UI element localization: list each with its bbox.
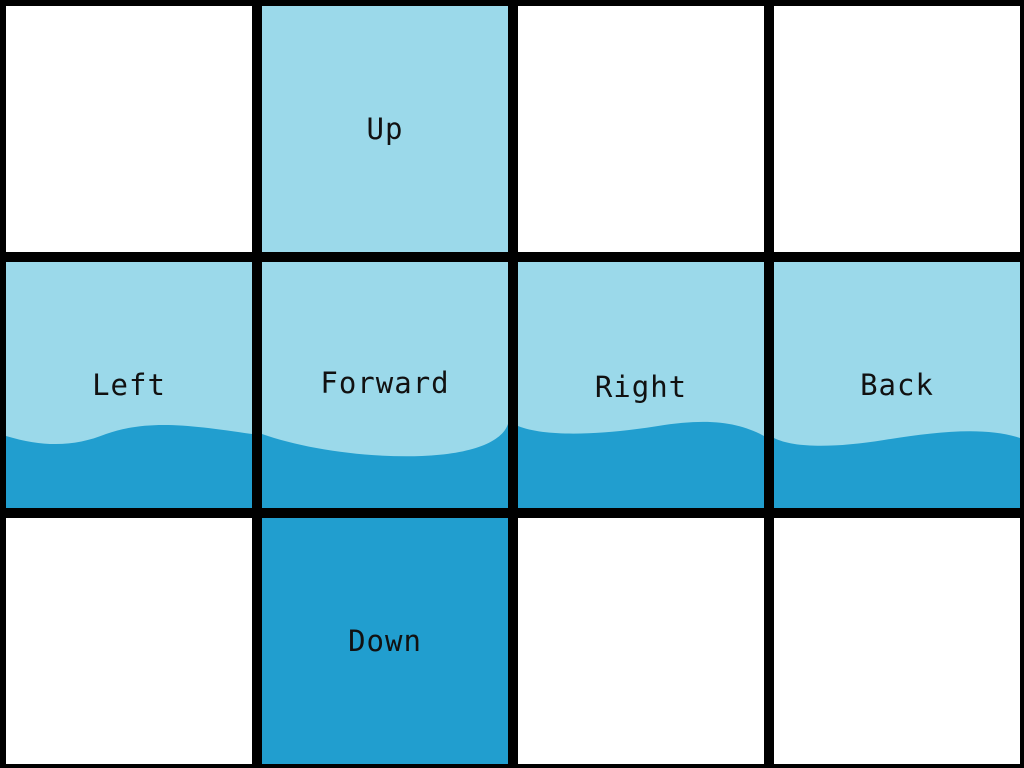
empty-cell	[6, 518, 252, 764]
face-forward-label: Forward	[320, 366, 450, 400]
face-left: Left	[6, 262, 252, 508]
empty-cell	[6, 6, 252, 252]
empty-cell	[518, 6, 764, 252]
wave-shape	[6, 424, 252, 508]
face-up: Up	[262, 6, 508, 252]
empty-cell	[774, 518, 1020, 764]
face-up-label: Up	[366, 112, 404, 146]
empty-cell	[774, 6, 1020, 252]
face-back-label: Back	[860, 368, 934, 402]
face-right: Right	[518, 262, 764, 508]
face-down: Down	[262, 518, 508, 764]
wave-shape	[518, 421, 764, 508]
face-down-label: Down	[348, 624, 422, 658]
empty-cell	[518, 518, 764, 764]
wave-shape	[774, 431, 1020, 508]
wave-shape	[262, 424, 508, 508]
face-back: Back	[774, 262, 1020, 508]
face-left-label: Left	[92, 368, 166, 402]
face-forward: Forward	[262, 262, 508, 508]
face-right-label: Right	[594, 370, 688, 404]
